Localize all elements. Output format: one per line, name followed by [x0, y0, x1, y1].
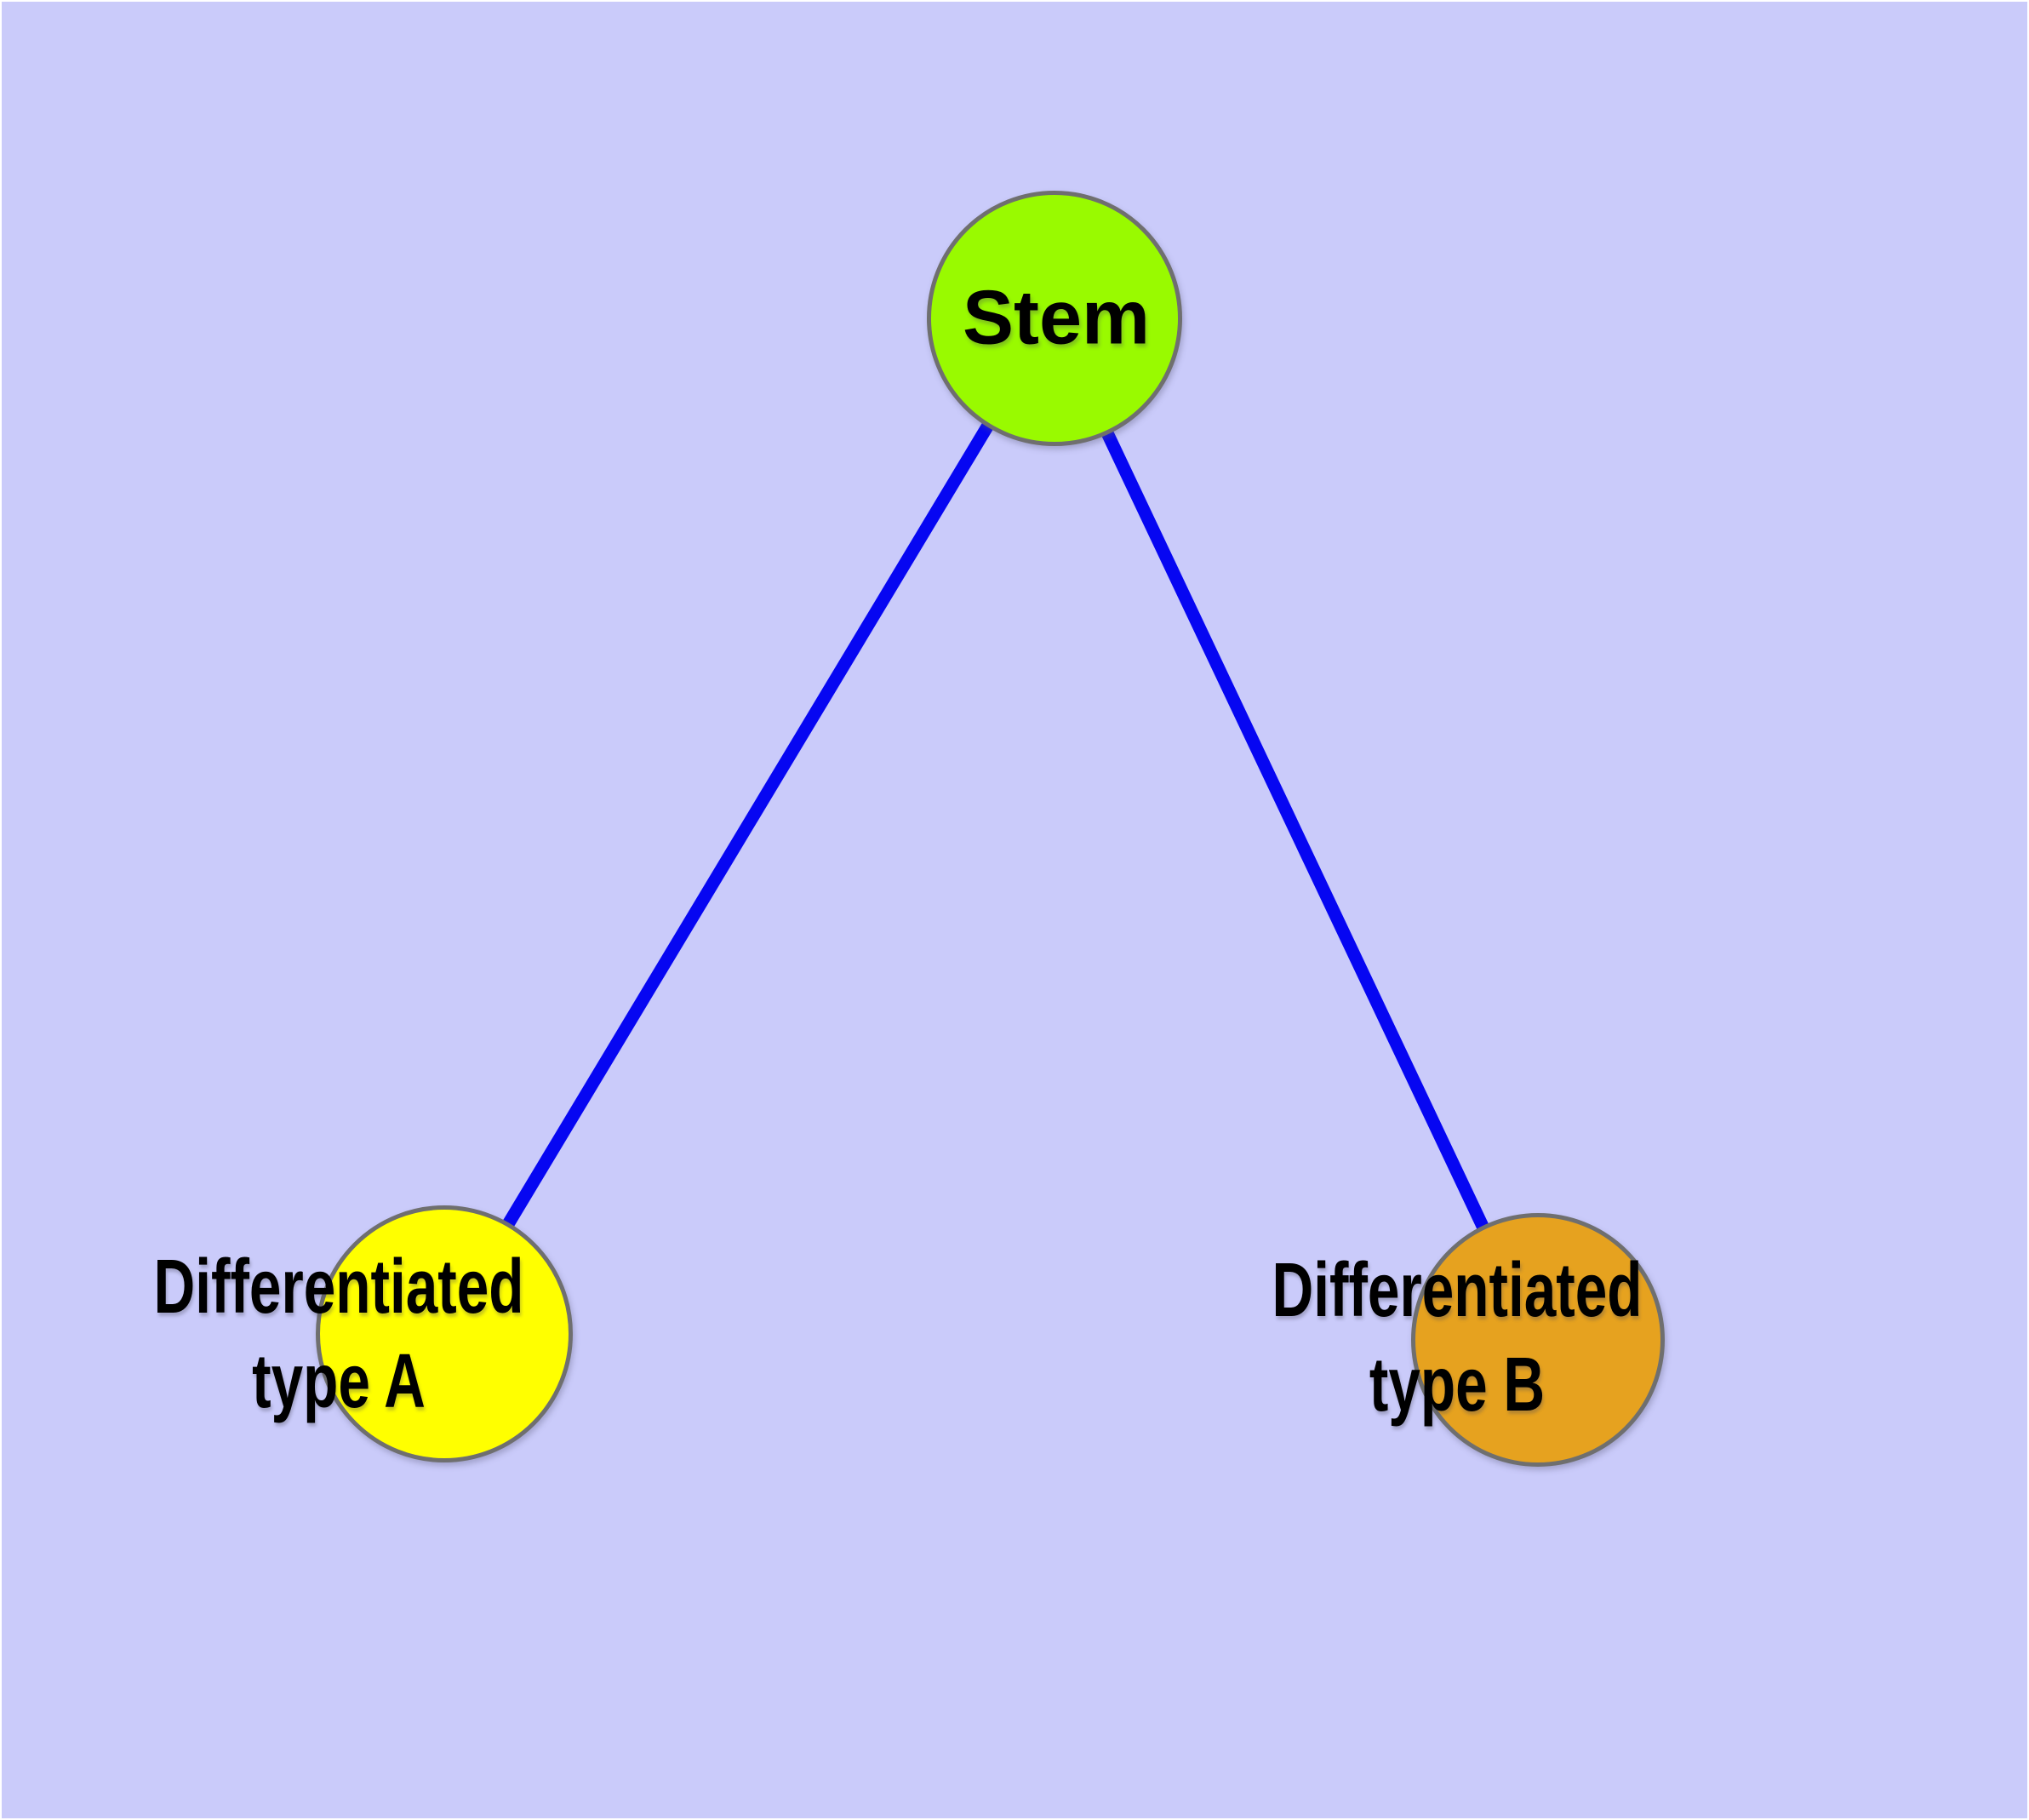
node-differentiated-type-b-circle	[1411, 1213, 1665, 1467]
edge-stem-to-type-b	[1047, 315, 1541, 1341]
edge-stem-to-type-a	[437, 314, 1059, 1335]
node-label-stem: Stem	[963, 272, 1150, 366]
node-label-differentiated-type-b: Differentiated type B	[1272, 1244, 1642, 1433]
node-label-differentiated-type-a: Differentiated type A	[153, 1240, 523, 1429]
node-label-type-a-line-2: type A	[252, 1339, 426, 1424]
node-stem-circle	[927, 191, 1182, 446]
node-label-stem-line-1: Stem	[962, 275, 1151, 361]
node-label-type-b-line-2: type B	[1369, 1342, 1546, 1428]
node-label-type-b-line-1: Differentiated	[1272, 1248, 1643, 1333]
node-differentiated-type-a-circle	[316, 1205, 573, 1462]
node-label-type-a-line-1: Differentiated	[153, 1245, 524, 1330]
